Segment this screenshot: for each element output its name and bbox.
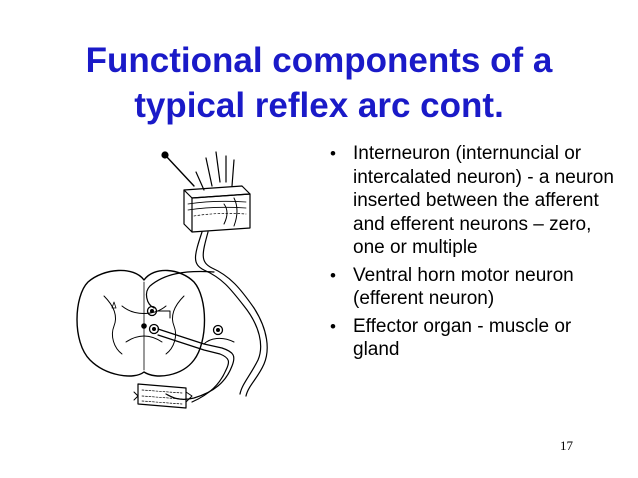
skin-hairs xyxy=(195,151,235,191)
bullet-marker: • xyxy=(330,265,336,285)
effector-muscle xyxy=(133,383,193,409)
slide-title-line-2: typical reflex arc cont. xyxy=(134,86,504,125)
skin-block xyxy=(183,185,251,233)
bullet-text: Interneuron (internuncial or intercalate… xyxy=(353,143,614,258)
bullet-item: • Effector organ - muscle or gland xyxy=(330,315,622,362)
slide-title: Functional components of a typical refle… xyxy=(20,38,618,128)
page-number: 17 xyxy=(560,438,573,453)
efferent-fiber xyxy=(157,328,235,403)
bullet-marker: • xyxy=(330,316,336,336)
reflex-arc-diagram xyxy=(74,146,294,430)
bullet-item: • Interneuron (internuncial or intercala… xyxy=(330,142,622,260)
bullet-item: • Ventral horn motor neuron (efferent ne… xyxy=(330,264,622,311)
slide-title-line-1: Functional components of a xyxy=(85,41,553,80)
afferent-fiber xyxy=(145,231,268,397)
bullet-list: • Interneuron (internuncial or intercala… xyxy=(330,142,622,366)
bullet-marker: • xyxy=(330,144,336,163)
reflex-arc-spinal-cord-diagram-icon xyxy=(76,151,268,409)
stimulus-needle xyxy=(161,151,195,187)
bullet-text: Effector organ - muscle or gland xyxy=(353,315,572,361)
bullet-text: Ventral horn motor neuron (efferent neur… xyxy=(353,264,574,310)
